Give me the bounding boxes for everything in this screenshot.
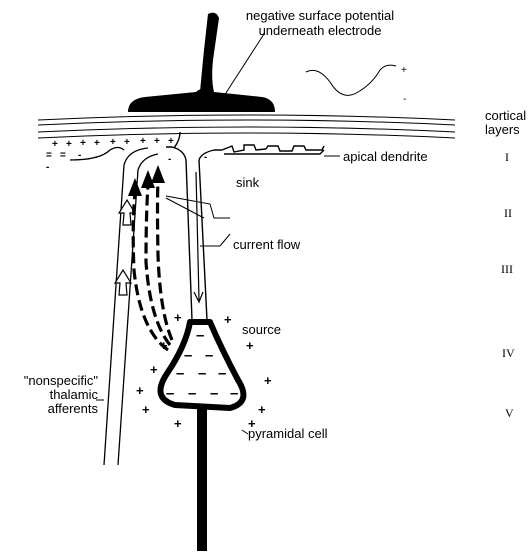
svg-text:+: + bbox=[150, 362, 158, 377]
svg-text:-: - bbox=[204, 152, 207, 163]
dendrite-current-arrow bbox=[194, 172, 203, 302]
layer-5-label: V bbox=[505, 406, 514, 421]
pyramidal-cell-label: pyramidal cell bbox=[248, 427, 327, 441]
current-flow-arrowheads bbox=[128, 165, 165, 196]
svg-text:+: + bbox=[142, 402, 150, 417]
svg-text:+: + bbox=[80, 138, 86, 149]
svg-text:+: + bbox=[66, 139, 72, 150]
svg-text:+: + bbox=[154, 136, 160, 147]
svg-text:+: + bbox=[246, 338, 254, 353]
svg-text:+: + bbox=[124, 137, 130, 148]
svg-text:+: + bbox=[136, 383, 144, 398]
svg-text:–: – bbox=[184, 347, 192, 364]
svg-text:-: - bbox=[46, 162, 49, 173]
svg-text:–: – bbox=[166, 385, 174, 402]
svg-text:+: + bbox=[258, 402, 266, 417]
svg-text:+: + bbox=[94, 138, 100, 149]
current-flow-arcs bbox=[133, 180, 172, 350]
svg-text:–: – bbox=[196, 327, 204, 344]
svg-text:+: + bbox=[224, 312, 232, 327]
svg-text:+: + bbox=[174, 416, 182, 431]
svg-text:=: = bbox=[46, 150, 52, 161]
svg-text:–: – bbox=[210, 385, 218, 402]
pyramidal-cell-axon bbox=[197, 407, 207, 551]
layer-4-label: IV bbox=[502, 346, 515, 361]
svg-text:-: - bbox=[168, 154, 171, 165]
sink-label: sink bbox=[236, 176, 259, 190]
cortical-layers-label: cortical layers bbox=[485, 109, 531, 137]
cortical-surface bbox=[38, 115, 455, 138]
svg-text:–: – bbox=[188, 385, 196, 402]
svg-text:–: – bbox=[176, 365, 184, 382]
svg-text:–: – bbox=[218, 365, 226, 382]
source-label: source bbox=[242, 323, 281, 337]
layer-3-label: III bbox=[501, 262, 513, 277]
svg-text:+: + bbox=[110, 137, 116, 148]
surface-potential-waveform bbox=[306, 65, 396, 95]
svg-text:+: + bbox=[168, 136, 174, 147]
waveform-minus-label: - bbox=[403, 93, 406, 107]
current-flow-label: current flow bbox=[233, 238, 300, 252]
svg-text:=: = bbox=[60, 150, 66, 161]
electrode-stem bbox=[200, 13, 219, 92]
svg-text:+: + bbox=[264, 373, 272, 388]
thalamic-afferent-fiber bbox=[70, 148, 158, 466]
svg-text:-: - bbox=[94, 152, 97, 163]
svg-text:–: – bbox=[230, 385, 238, 402]
svg-text:-: - bbox=[78, 150, 81, 161]
apical-dendrite-trunk bbox=[166, 132, 222, 320]
svg-text:–: – bbox=[198, 365, 206, 382]
electrode-label: negative surface potential underneath el… bbox=[228, 8, 412, 38]
svg-text:+: + bbox=[160, 338, 168, 353]
apical-dendrite-branches bbox=[222, 145, 324, 154]
layer-2-label: II bbox=[504, 206, 512, 221]
electrode-base bbox=[128, 88, 275, 112]
thalamic-afferents-label: "nonspecific" thalamic afferents bbox=[8, 374, 98, 416]
layer-1-label: I bbox=[505, 150, 509, 165]
waveform-plus-label: + bbox=[401, 64, 407, 78]
svg-text:–: – bbox=[205, 347, 213, 364]
svg-text:+: + bbox=[52, 139, 58, 150]
svg-text:+: + bbox=[140, 136, 146, 147]
svg-text:+: + bbox=[174, 310, 182, 325]
apical-dendrite-label: apical dendrite bbox=[343, 150, 428, 164]
